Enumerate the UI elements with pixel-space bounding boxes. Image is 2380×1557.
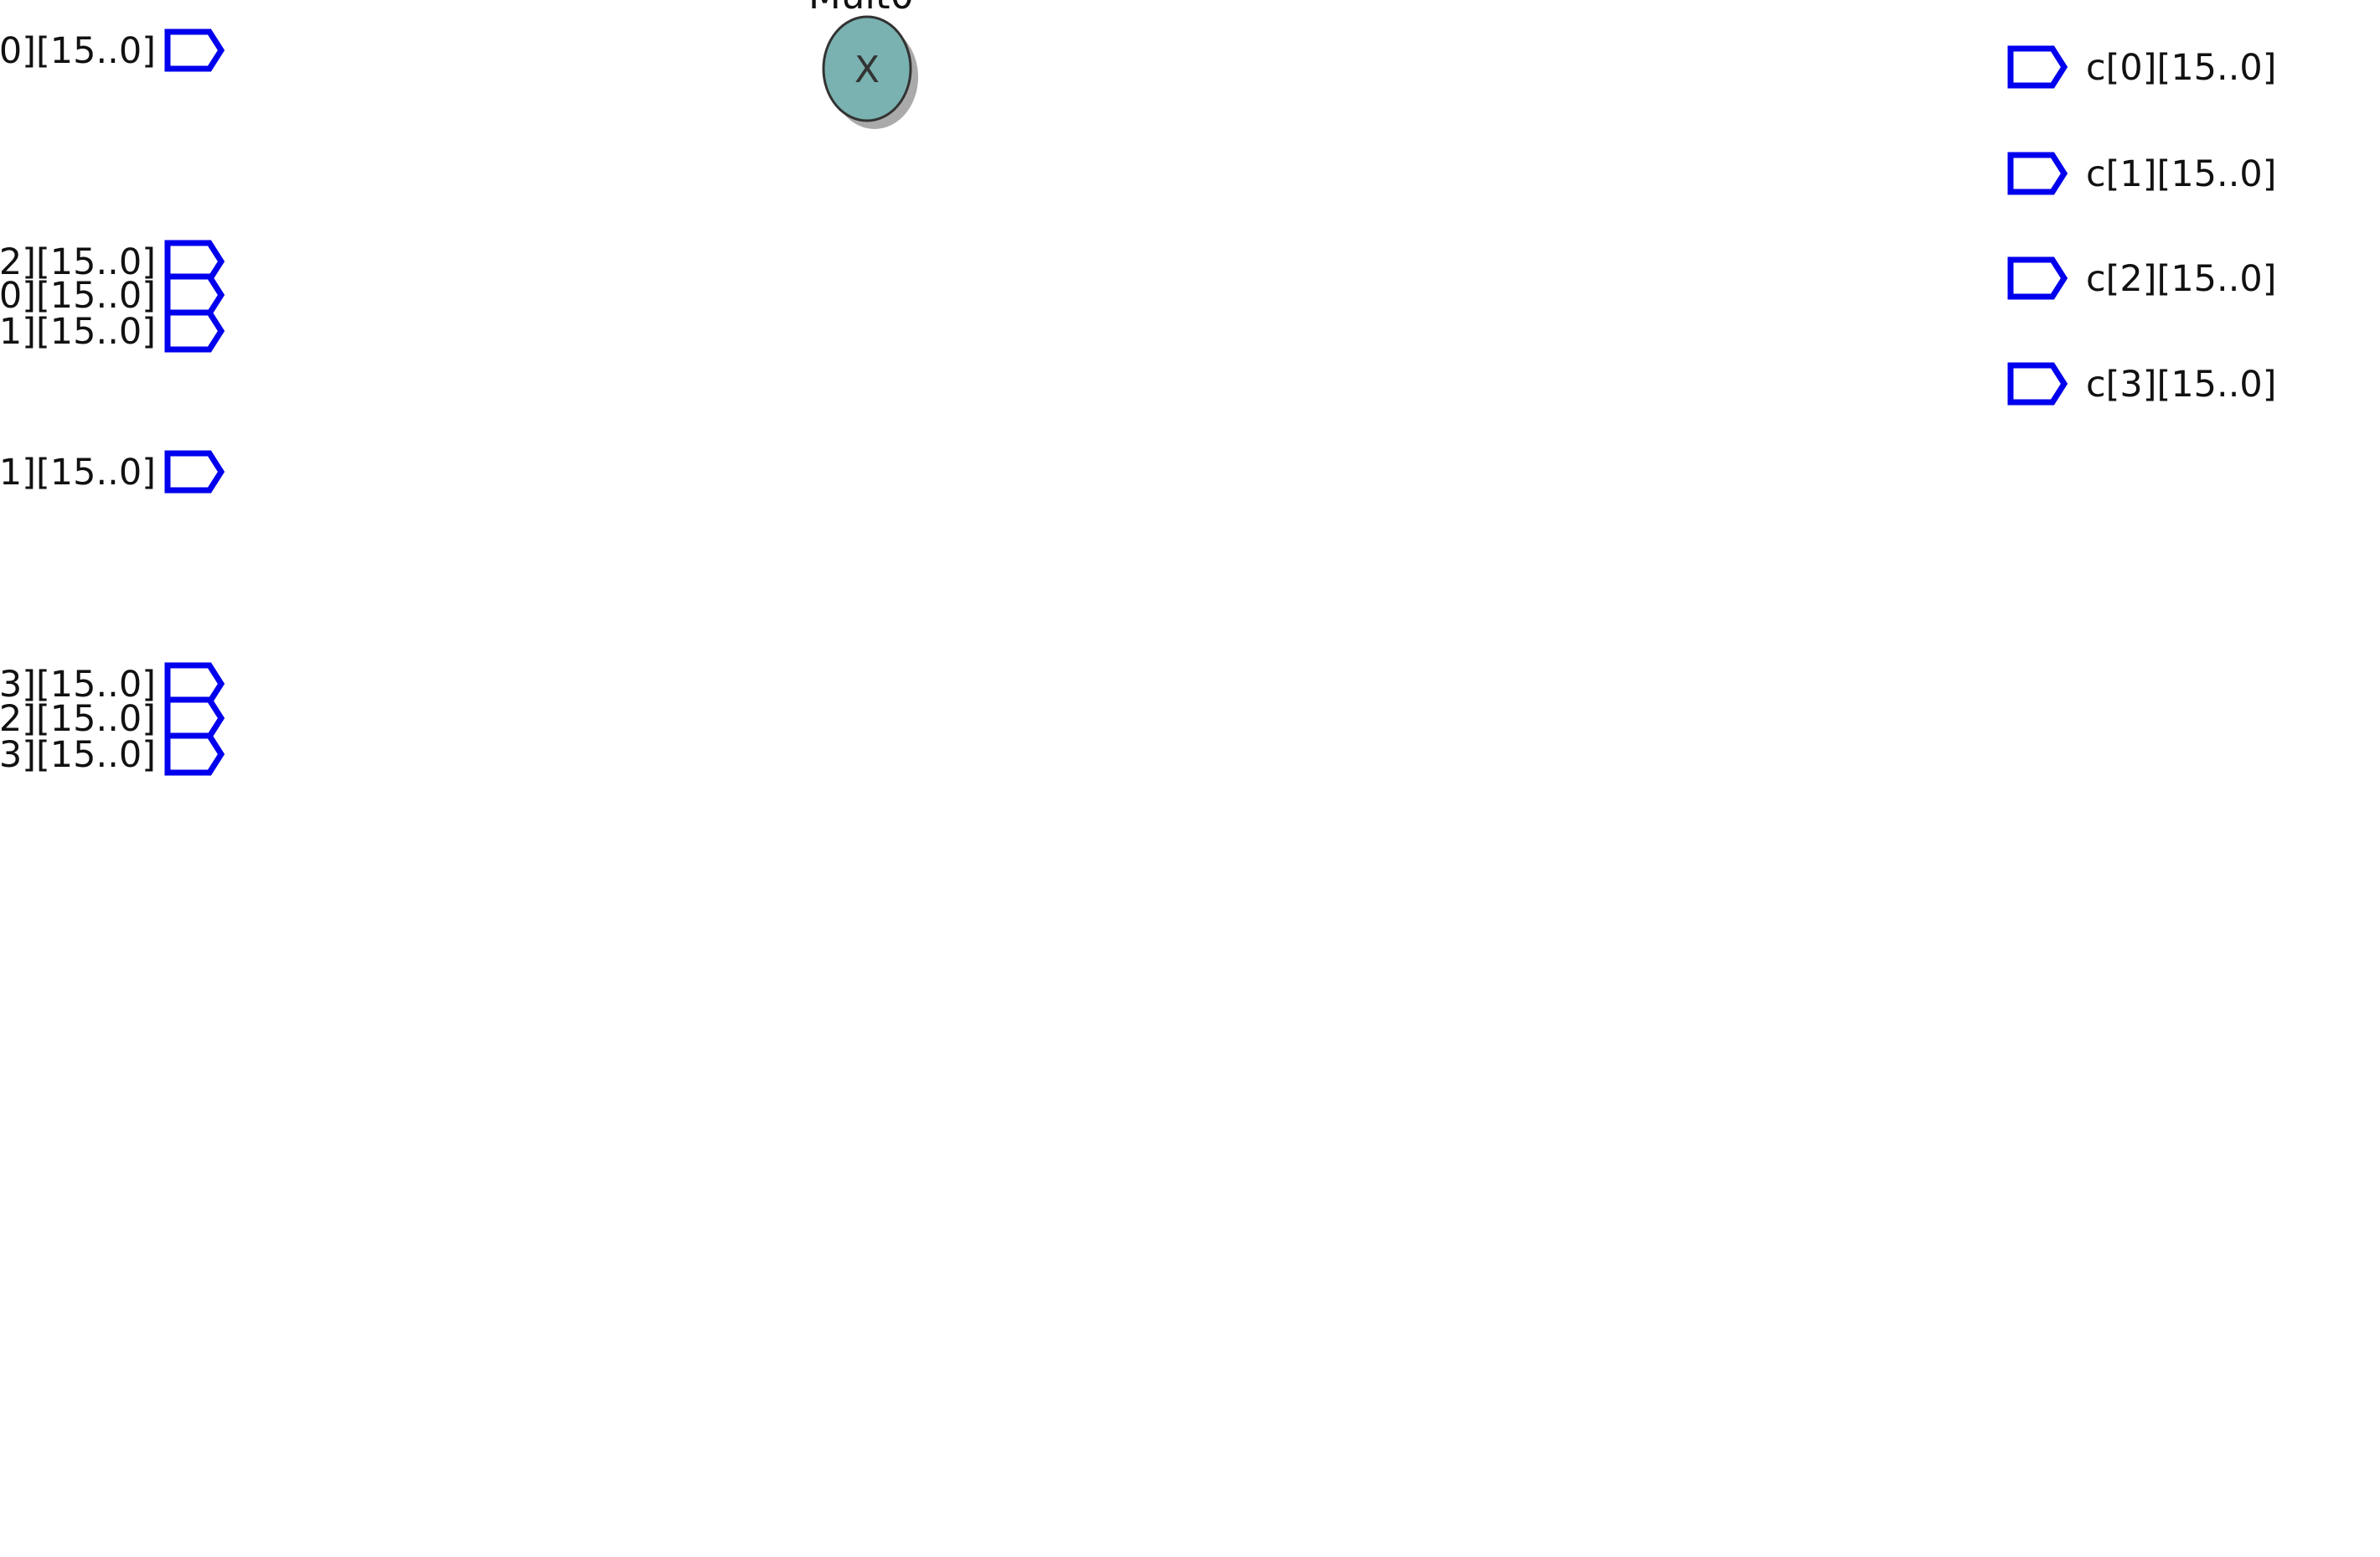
input-port-b1[interactable] <box>164 309 225 353</box>
label-layer: a[0][15..0] a[2][15..0]b[0][15..0]b[1][15… <box>0 0 2277 776</box>
multiplier-gate-mult0[interactable]: X <box>822 15 918 129</box>
gate-layer: X <box>822 15 918 129</box>
output-port-c1[interactable] <box>2007 152 2068 195</box>
output-port-c3[interactable] <box>2007 362 2068 406</box>
output-port-c0[interactable] <box>2007 45 2068 89</box>
gate-body <box>822 15 912 122</box>
input-port-label-b3: b[3][15..0] <box>0 734 156 776</box>
port-layer <box>164 28 2068 776</box>
multiplier-instance-name-mult0: Mult0 <box>808 0 914 18</box>
output-port-label-c2: c[2][15..0] <box>2086 258 2277 300</box>
input-port-label-a0: a[0][15..0] <box>0 30 156 72</box>
input-port-label-b0: b[0][15..0] <box>0 275 156 317</box>
input-port-label-b2: b[2][15..0] <box>0 698 156 740</box>
input-port-b0[interactable] <box>164 273 225 317</box>
input-port-label-a2: a[2][15..0] <box>0 241 156 283</box>
input-port-label-a1: a[1][15..0] <box>0 452 156 494</box>
input-port-label-a3: a[3][15..0] <box>0 664 156 706</box>
input-port-label-b1: b[1][15..0] <box>0 311 156 353</box>
input-port-b3[interactable] <box>164 732 225 776</box>
input-port-a3[interactable] <box>164 662 225 706</box>
gate-operator-symbol: X <box>854 49 880 91</box>
input-port-b2[interactable] <box>164 696 225 740</box>
input-port-a0[interactable] <box>164 28 225 72</box>
output-port-label-c3: c[3][15..0] <box>2086 364 2277 406</box>
output-port-label-c1: c[1][15..0] <box>2086 153 2277 195</box>
output-port-c2[interactable] <box>2007 256 2068 300</box>
output-port-label-c0: c[0][15..0] <box>2086 47 2277 89</box>
input-port-a1[interactable] <box>164 450 225 494</box>
